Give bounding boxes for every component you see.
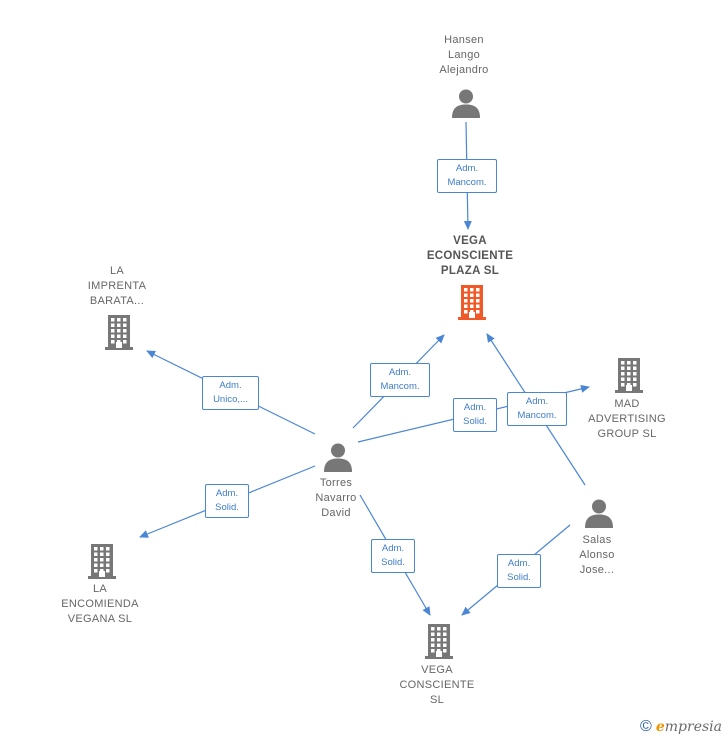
node-label-mad[interactable]: MAD ADVERTISING GROUP SL: [588, 398, 666, 440]
edge-label: Adm. Solid.: [205, 484, 249, 518]
footer-brand: ©empresia: [640, 718, 722, 736]
node-label-hansen[interactable]: Hansen Lango Alejandro: [439, 34, 489, 76]
edge-label: Adm. Mancom.: [437, 159, 497, 193]
copyright-symbol: ©: [640, 718, 652, 735]
person-icon[interactable]: [584, 498, 614, 533]
node-label-imprenta[interactable]: LA IMPRENTA BARATA...: [87, 265, 147, 307]
edge-label: Adm. Unico,...: [202, 376, 259, 410]
edge-label: Adm. Solid.: [453, 398, 497, 432]
person-icon[interactable]: [451, 88, 481, 123]
person-icon[interactable]: [323, 442, 353, 477]
brand-logo: empresia: [655, 719, 722, 735]
node-label-torres[interactable]: Torres Navarro David: [315, 477, 357, 519]
building-icon[interactable]: [423, 623, 455, 664]
node-label-encomienda[interactable]: LA ENCOMIENDA VEGANA SL: [61, 583, 139, 625]
node-label-salas[interactable]: Salas Alonso Jose...: [579, 534, 615, 576]
building-icon[interactable]: [613, 357, 645, 398]
edge-label: Adm. Mancom.: [507, 392, 567, 426]
edge-label: Adm. Solid.: [497, 554, 541, 588]
node-label-vega-con[interactable]: VEGA CONSCIENTE SL: [399, 664, 475, 706]
edge-label: Adm. Mancom.: [370, 363, 430, 397]
building-icon[interactable]: [456, 284, 488, 325]
node-label-vega-eco[interactable]: VEGA ECONSCIENTE PLAZA SL: [426, 235, 514, 277]
building-icon[interactable]: [86, 543, 118, 584]
building-icon[interactable]: [103, 314, 135, 355]
edge-label: Adm. Solid.: [371, 539, 415, 573]
